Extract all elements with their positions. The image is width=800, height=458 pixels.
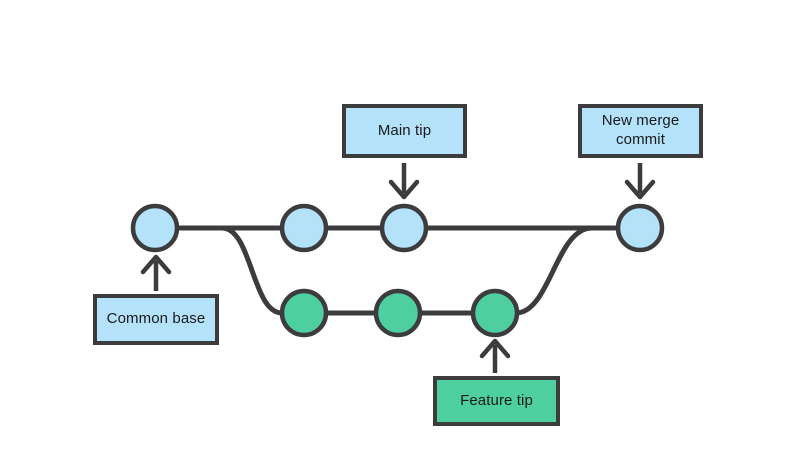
arrow-common-base <box>140 254 172 291</box>
commit-node-feature-1[interactable] <box>279 288 329 338</box>
commit-node-feature-tip[interactable] <box>470 288 520 338</box>
branch-off-curve <box>219 225 285 316</box>
commit-node-common-base[interactable] <box>130 203 180 253</box>
commit-node-main-1[interactable] <box>279 203 329 253</box>
arrow-feature-tip <box>479 338 511 373</box>
callout-new-merge-commit-label: New merge commit <box>601 112 680 148</box>
callout-feature-tip[interactable]: Feature tip <box>433 376 560 426</box>
merge-back-curve <box>513 225 595 316</box>
arrow-new-merge-commit <box>624 163 656 200</box>
callout-main-tip-label: Main tip <box>377 121 432 139</box>
callout-common-base-label: Common base <box>106 310 206 328</box>
callout-common-base[interactable]: Common base <box>93 294 219 345</box>
callout-feature-tip-label: Feature tip <box>460 391 533 409</box>
commit-node-main-tip[interactable] <box>379 203 429 253</box>
callout-new-merge-commit[interactable]: New merge commit <box>578 104 703 158</box>
arrow-main-tip <box>388 163 420 200</box>
commit-node-feature-2[interactable] <box>373 288 423 338</box>
commit-node-merge-commit[interactable] <box>615 203 665 253</box>
callout-main-tip[interactable]: Main tip <box>342 104 467 158</box>
